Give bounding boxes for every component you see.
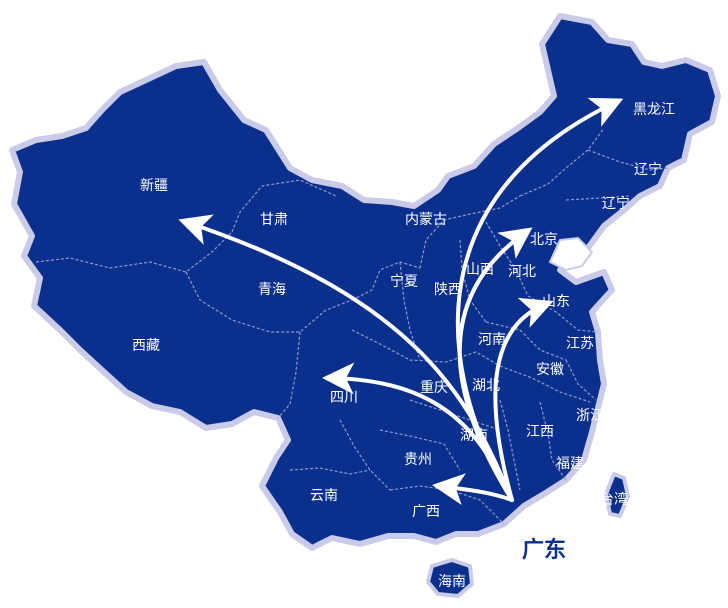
arrow-to-xinjiang (178, 214, 514, 502)
arrow-to-shandong (493, 297, 554, 502)
label-jilin: 辽宁 (634, 162, 662, 178)
label-guangxi: 广西 (412, 504, 440, 520)
hainan-shape (426, 558, 474, 598)
label-gansu: 甘肃 (260, 212, 288, 228)
arrow-to-sichuan (322, 362, 514, 502)
label-neimenggu: 内蒙古 (405, 212, 447, 228)
label-ningxia: 宁夏 (390, 274, 418, 290)
label-beijing: 北京 (530, 232, 558, 248)
label-jiangsu: 江苏 (566, 336, 594, 352)
label-xizang: 西藏 (132, 338, 160, 354)
label-hunan: 湖南 (460, 428, 488, 444)
label-guizhou: 贵州 (404, 452, 432, 468)
label-jiangxi: 江西 (526, 424, 554, 440)
arrow-to-guangxi (432, 473, 514, 506)
label-xinjiang: 新疆 (140, 178, 168, 194)
label-hubei: 湖北 (472, 378, 500, 394)
taiwan-shape (604, 472, 630, 518)
bohai-bay (548, 236, 594, 272)
label-heilongjiang: 黑龙江 (633, 102, 675, 118)
label-hainan: 海南 (438, 574, 466, 590)
label-anhui: 安徽 (536, 362, 564, 378)
label-henan: 河南 (478, 332, 506, 348)
label-qinghai: 青海 (258, 282, 286, 298)
label-liaoning: 辽宁 (602, 196, 630, 212)
label-shaanxi: 陕西 (434, 282, 462, 298)
label-shandong: 山东 (542, 294, 570, 310)
label-yunnan: 云南 (310, 488, 338, 504)
label-shanxi: 山西 (466, 262, 494, 278)
label-fujian: 福建 (556, 456, 584, 472)
label-sichuan: 四川 (330, 390, 358, 406)
label-taiwan: 台湾 (600, 492, 628, 508)
origin-label-guangdong: 广东 (521, 538, 567, 563)
label-chongqing: 重庆 (420, 380, 448, 396)
label-hebei: 河北 (508, 264, 536, 280)
mainland-shape (9, 13, 721, 551)
label-zhejiang: 浙江 (576, 408, 604, 424)
arrows (178, 97, 624, 506)
